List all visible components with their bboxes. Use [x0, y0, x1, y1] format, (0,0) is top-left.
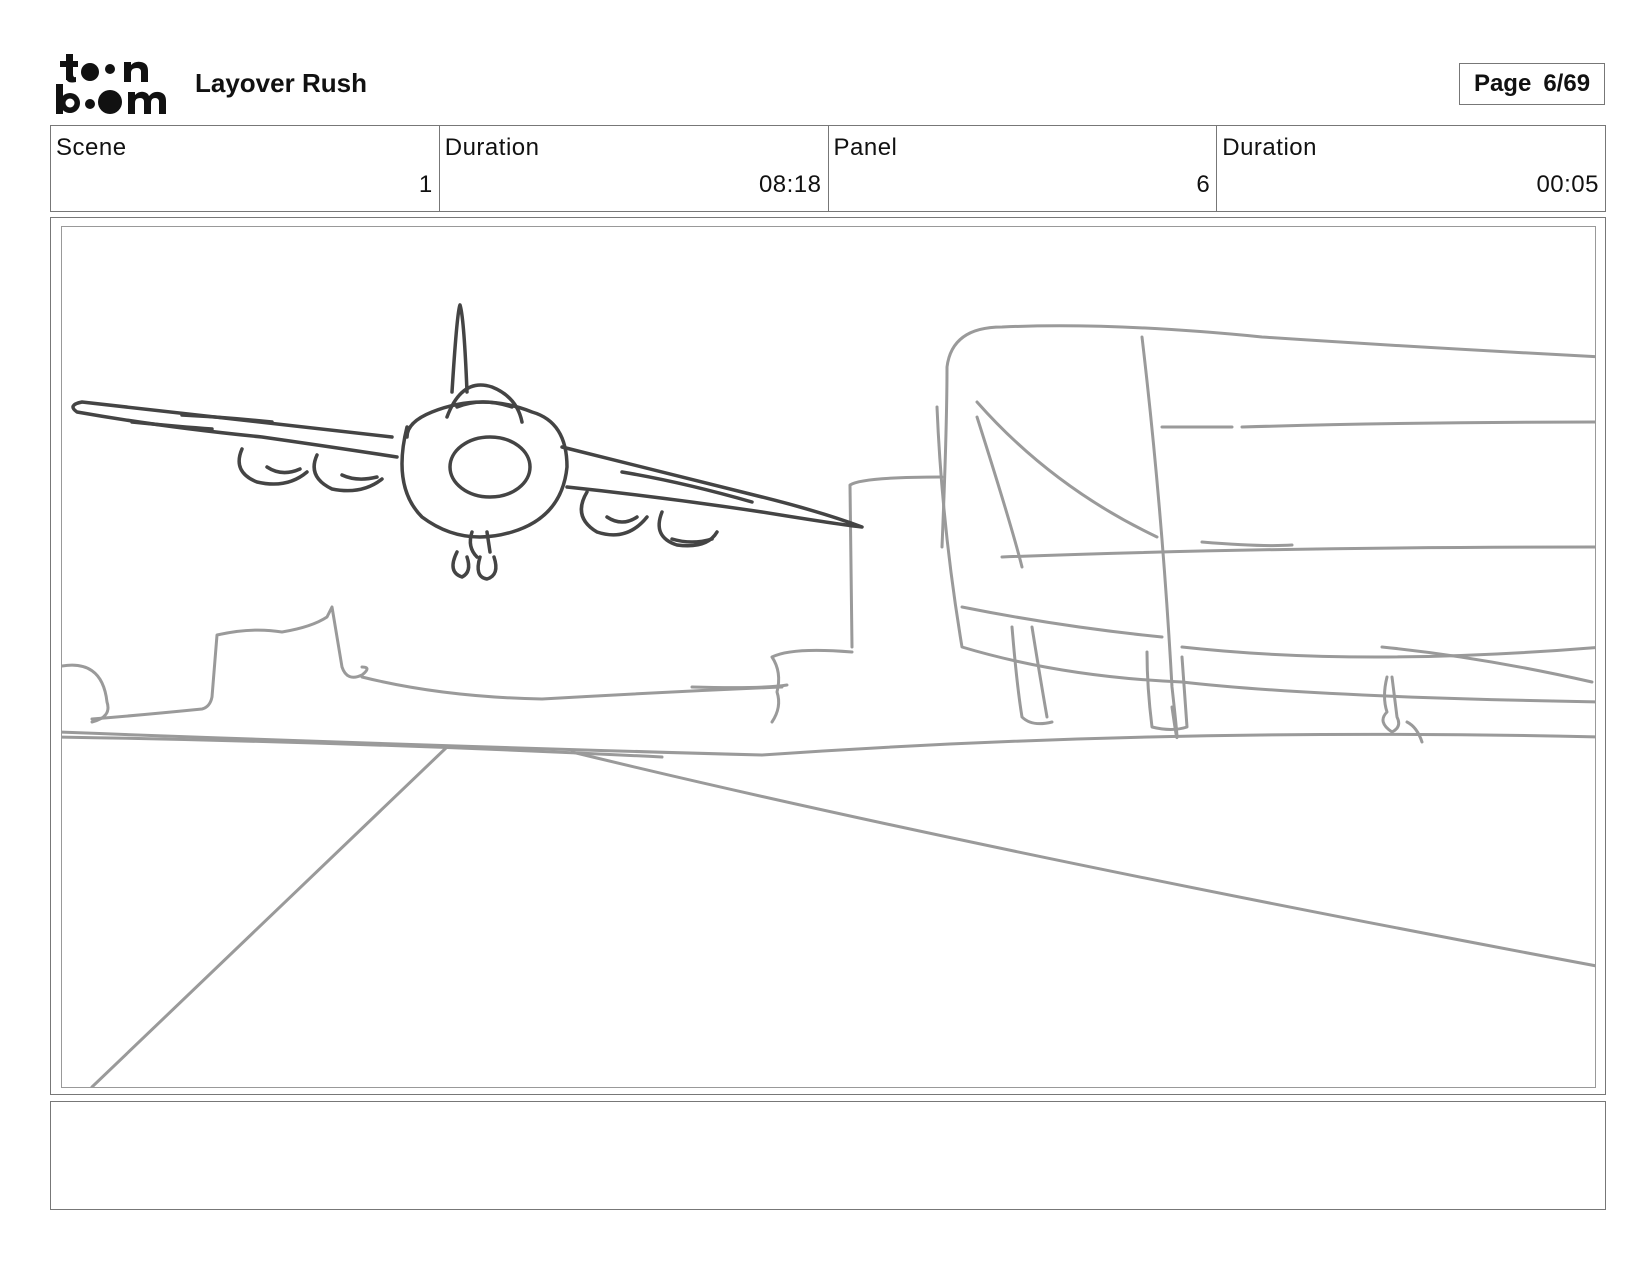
scene-info-row: Scene 1 Duration 08:18 Panel 6 Duration …	[50, 125, 1606, 212]
notes-box	[50, 1101, 1606, 1210]
page-label: Page	[1473, 70, 1532, 97]
panel-cell: Panel 6	[829, 126, 1218, 211]
scene-duration-value: 08:18	[758, 171, 822, 198]
page-indicator: Page 6/69	[1459, 63, 1605, 105]
panel-duration-label: Duration	[1222, 134, 1317, 161]
toon-boom-logo-icon	[54, 52, 172, 118]
scene-value: 1	[418, 171, 433, 198]
scene-label: Scene	[56, 134, 127, 161]
panel-value: 6	[1196, 171, 1211, 198]
panel-image	[61, 226, 1596, 1088]
panel-label: Panel	[833, 134, 898, 161]
scene-duration-cell: Duration 08:18	[440, 126, 829, 211]
panel-duration-value: 00:05	[1536, 171, 1599, 198]
panel-duration-cell: Duration 00:05	[1217, 126, 1605, 211]
scene-duration-label: Duration	[444, 134, 540, 161]
panel-frame	[50, 217, 1606, 1095]
project-title: Layover Rush	[195, 68, 367, 98]
page-number: 6/69	[1543, 70, 1591, 97]
storyboard-sketch-icon	[62, 303, 1595, 1087]
scene-cell: Scene 1	[51, 126, 440, 211]
